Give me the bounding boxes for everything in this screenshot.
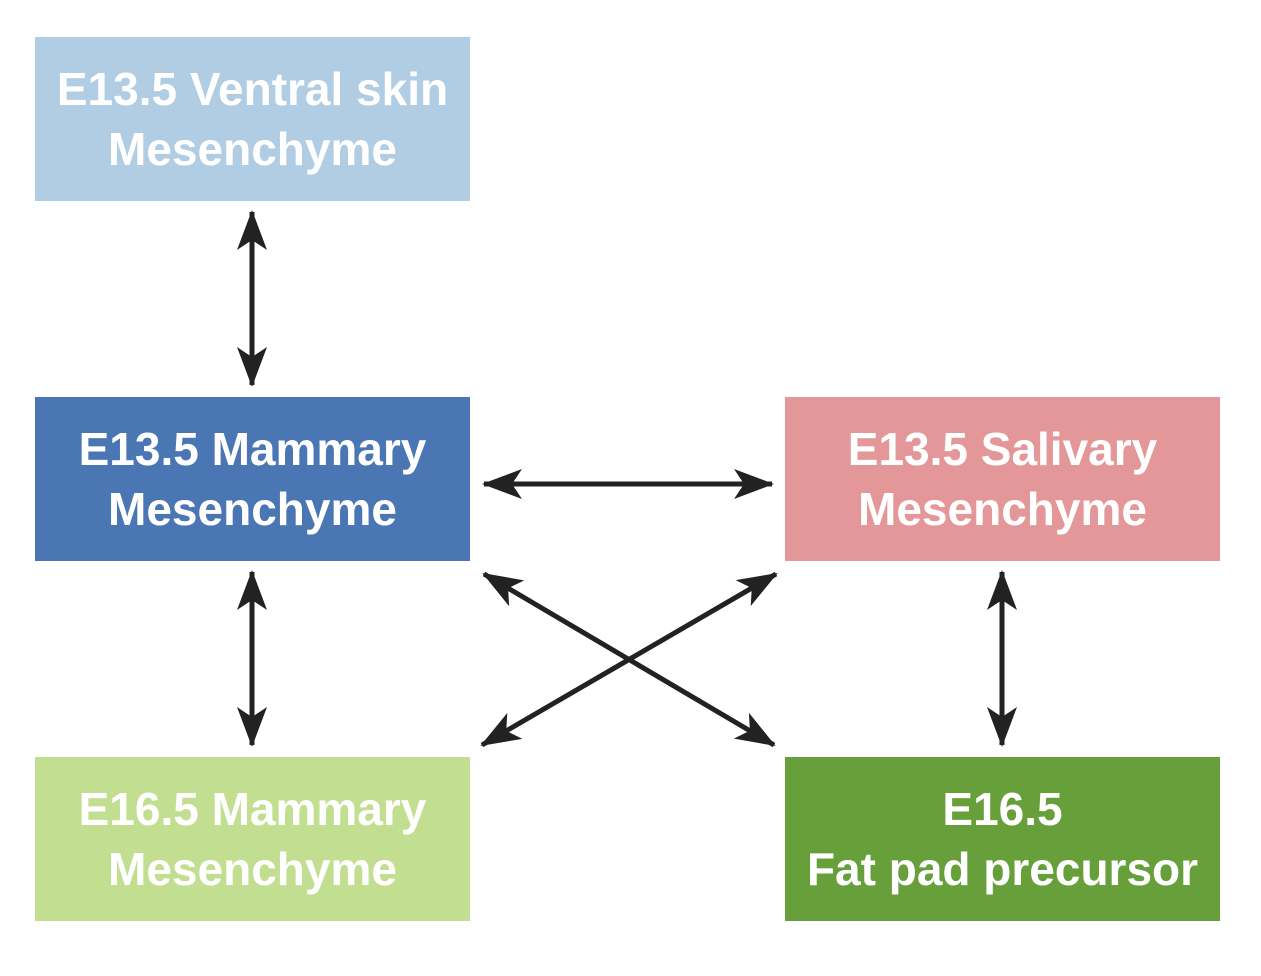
node-e13-mammary-mesenchyme: E13.5 Mammary Mesenchyme: [35, 397, 470, 561]
node-e16-mammary-mesenchyme: E16.5 Mammary Mesenchyme: [35, 757, 470, 921]
node-e16-mammary-line1: E16.5 Mammary: [78, 783, 427, 835]
node-salivary-line1: E13.5 Salivary: [847, 423, 1158, 475]
node-salivary-line2: Mesenchyme: [858, 483, 1147, 535]
node-ventral-skin-line1: E13.5 Ventral skin: [56, 63, 449, 115]
node-e13-salivary-mesenchyme: E13.5 Salivary Mesenchyme: [785, 397, 1220, 561]
arrow-salivary-mammary-e16: [480, 571, 778, 748]
node-e13-mammary-line1: E13.5 Mammary: [78, 423, 427, 475]
node-ventral-skin-line2: Mesenchyme: [108, 123, 397, 175]
node-fat-pad-line2: Fat pad precursor: [806, 843, 1199, 895]
node-ventral-skin-mesenchyme: E13.5 Ventral skin Mesenchyme: [35, 37, 470, 201]
node-e13-mammary-line2: Mesenchyme: [108, 483, 397, 535]
node-e16-fat-pad-precursor: E16.5 Fat pad precursor: [785, 757, 1220, 921]
node-fat-pad-line1: E16.5: [942, 783, 1063, 835]
node-e16-mammary-line2: Mesenchyme: [108, 843, 397, 895]
